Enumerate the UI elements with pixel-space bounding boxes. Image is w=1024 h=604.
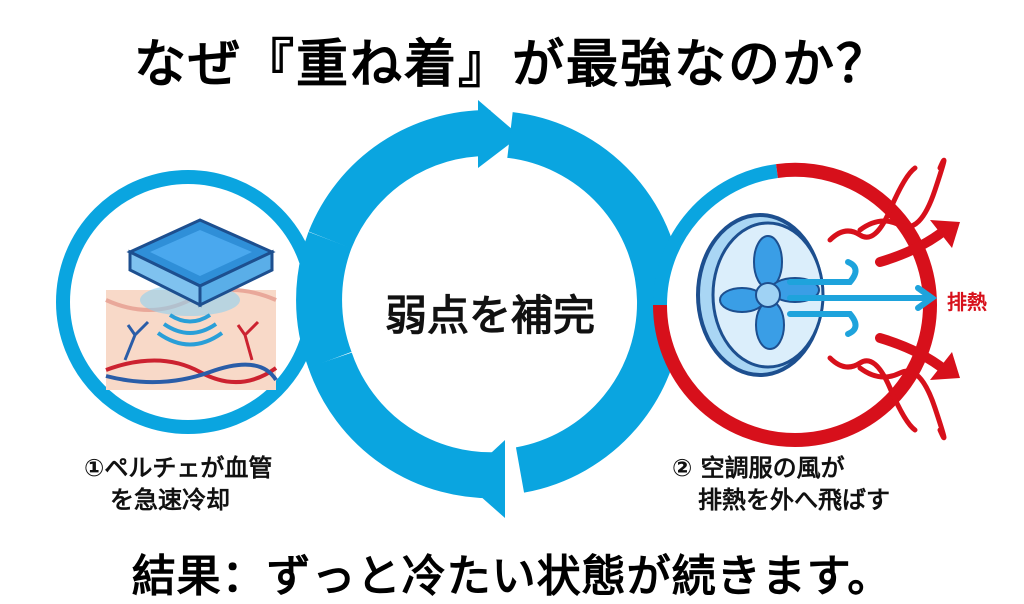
left-caption-line1: ①ペルチェが血管 (84, 454, 273, 482)
fan-icon (696, 213, 825, 377)
heat-arrow-down-icon (930, 352, 960, 380)
peltier-chip-over-skin-icon (105, 218, 278, 390)
heat-exhaust-icon (827, 157, 950, 441)
center-label: 弱点を補完 (384, 291, 595, 340)
heat-arrow-up-icon (930, 220, 960, 248)
right-caption-line1: ② 空調服の風が (672, 454, 845, 482)
result-text: 結果：ずっと冷たい状態が続きます。 (131, 551, 893, 602)
left-caption: ①ペルチェが血管 を急速冷却 (84, 452, 272, 516)
right-caption-line2: 排熱を外へ飛ばす (698, 486, 890, 514)
heat-label: 排熱 (947, 290, 987, 314)
left-caption-line2: を急速冷却 (110, 486, 230, 514)
page-title: なぜ『重ね着』が最強なのか？ (133, 35, 890, 95)
wind-arrow-icon (787, 259, 938, 337)
right-caption: ② 空調服の風が 排熱を外へ飛ばす (672, 452, 890, 516)
